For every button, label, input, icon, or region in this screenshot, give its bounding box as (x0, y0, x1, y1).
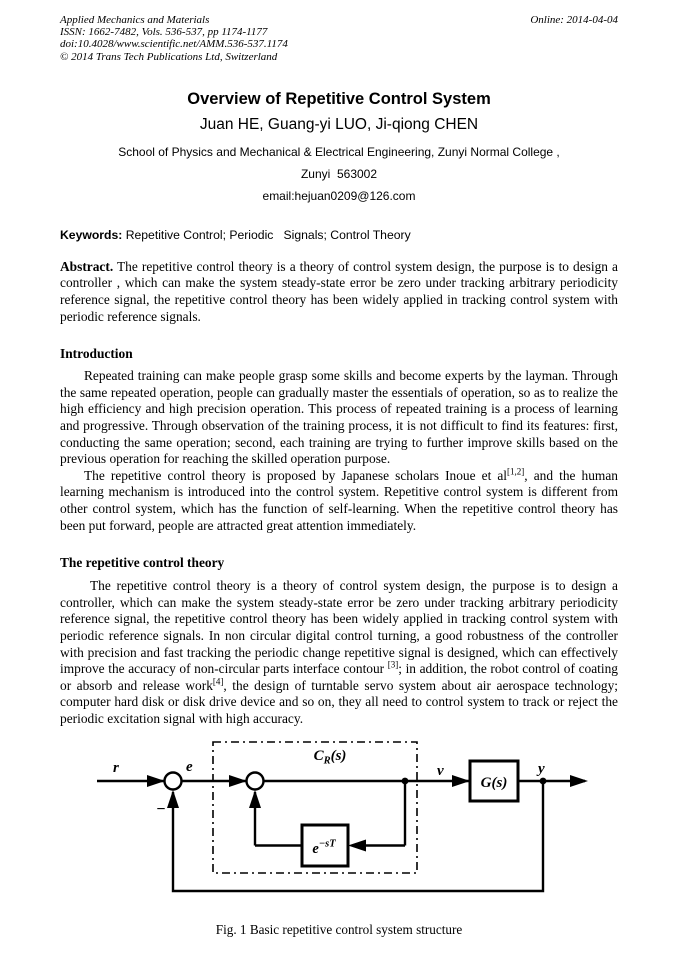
plant-block (468, 759, 520, 803)
feedback-arrowhead-up-icon (167, 790, 179, 809)
abstract-paragraph: Abstract. The repetitive control theory … (60, 259, 618, 325)
doi-line: doi:10.4028/www.scientific.net/AMM.536-5… (60, 38, 288, 51)
delay-arrowhead-left-icon (348, 839, 366, 852)
output-arrowhead-icon (570, 775, 588, 788)
error-arrowhead-icon (229, 775, 247, 788)
theory-text-2: ; in addition, the robot control of coat… (60, 661, 618, 693)
citation-marker-1-2: [1,2] (507, 466, 525, 477)
branch-node-2 (539, 778, 547, 785)
error-signal-label: e (186, 759, 193, 775)
page-header: Applied Mechanics and Materials ISSN: 16… (60, 14, 618, 63)
intro-paragraph-2: The repetitive control theory is propose… (60, 466, 618, 534)
controller-dashed-box (212, 741, 418, 875)
abstract-label: Abstract. (60, 258, 114, 274)
output-signal-label: y (536, 761, 545, 777)
figure-caption: Fig. 1 Basic repetitive control system s… (215, 922, 463, 938)
summing-junction-1 (163, 771, 183, 792)
controller-label: CR(s) (314, 748, 347, 767)
email-line: email:hejuan0209@126.com (262, 188, 416, 203)
keywords-line: Keywords: Repetitive Control; Periodic S… (60, 228, 618, 242)
input-arrowhead-icon (147, 775, 165, 788)
control-signal-label: v (437, 763, 444, 779)
abstract-text: The repetitive control theory is a theor… (60, 258, 618, 324)
branch-node-1 (401, 778, 409, 785)
paper-page: Applied Mechanics and Materials ISSN: 16… (60, 14, 618, 938)
plant-block-label: G(s) (481, 775, 508, 791)
figure-1: CR(s) e−sT G(s) (80, 736, 600, 913)
section-heading-introduction: Introduction (60, 346, 133, 362)
online-date: Online: 2014-04-04 (530, 14, 618, 26)
minus-sign-label: − (156, 801, 166, 818)
theory-text-3: , the design of turntable servo system a… (60, 677, 619, 726)
keywords-text: Repetitive Control; Periodic Signals; Co… (122, 227, 411, 242)
keywords-label: Keywords: (60, 227, 123, 242)
plant-input-arrowhead-icon (452, 775, 470, 788)
intro-p2-text: The repetitive control theory is propose… (84, 467, 508, 483)
authors-line: Juan HE, Guang-yi LUO, Ji-qiong CHEN (199, 115, 479, 133)
citation-marker-3: [3] (387, 659, 399, 670)
section-heading-theory: The repetitive control theory (60, 555, 225, 571)
intro-paragraph-1: Repeated training can make people grasp … (60, 368, 618, 467)
publication-info: Applied Mechanics and Materials ISSN: 16… (60, 14, 288, 63)
affiliation-line: School of Physics and Mechanical & Elect… (118, 144, 560, 159)
repetitive-control-block-diagram: CR(s) e−sT G(s) (97, 741, 588, 893)
paper-title: Overview of Repetitive Control System (187, 89, 491, 108)
city-postcode-line: Zunyi 563002 (300, 166, 378, 181)
summing-junction-2 (245, 771, 265, 792)
copyright-line: © 2014 Trans Tech Publications Ltd, Swit… (60, 50, 278, 63)
intro-p2-text-cont: , and the human learning mechanism is in… (60, 467, 618, 533)
delay-block-label: e−sT (312, 839, 336, 858)
outer-feedback-line (171, 781, 545, 893)
delay-block (300, 823, 350, 868)
journal-name: Applied Mechanics and Materials (60, 14, 210, 26)
theory-paragraph: The repetitive control theory is a theor… (60, 578, 618, 727)
citation-marker-4: [4] (212, 676, 224, 687)
input-signal-label: r (113, 760, 119, 776)
issn-line: ISSN: 1662-7482, Vols. 536-537, pp 1174-… (60, 26, 268, 39)
delay-arrowhead-up-icon (249, 790, 261, 809)
theory-text-1: The repetitive control theory is a theor… (60, 578, 618, 677)
